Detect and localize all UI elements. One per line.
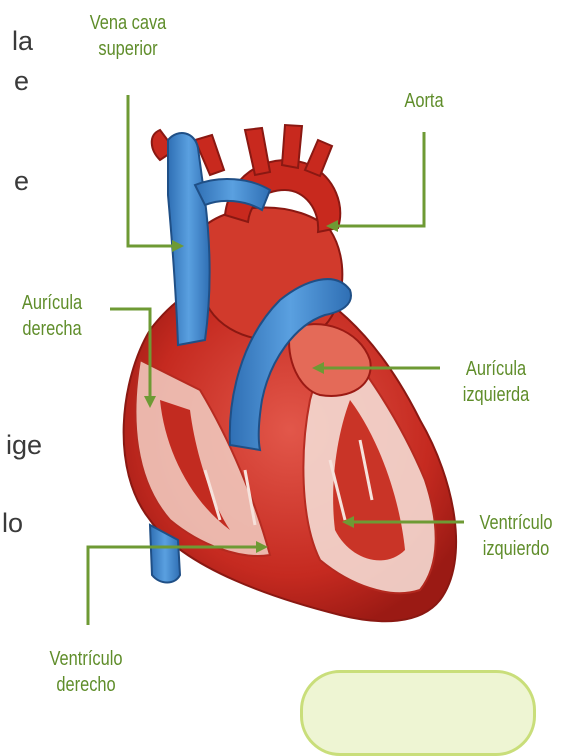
label-auricula-derecha-line1: Aurícula bbox=[11, 290, 93, 316]
label-ventriculo-derecho-line1: Ventrículo bbox=[38, 646, 133, 672]
label-auricula-derecha: Aurícula derecha bbox=[11, 290, 93, 342]
callout-box bbox=[300, 670, 536, 756]
label-auricula-izquierda-line1: Aurícula bbox=[448, 356, 543, 382]
label-aorta: Aorta bbox=[390, 88, 459, 114]
label-vena-cava-line1: Vena cava bbox=[79, 10, 177, 36]
label-auricula-derecha-line2: derecha bbox=[11, 316, 93, 342]
label-ventriculo-izquierdo: Ventrículo izquierdo bbox=[468, 510, 563, 562]
label-auricula-izquierda-line2: izquierda bbox=[448, 382, 543, 408]
label-aorta-line1: Aorta bbox=[390, 88, 459, 114]
label-ventriculo-izquierdo-line1: Ventrículo bbox=[468, 510, 563, 536]
label-ventriculo-derecho: Ventrículo derecho bbox=[38, 646, 133, 698]
label-auricula-izquierda: Aurícula izquierda bbox=[448, 356, 543, 408]
label-ventriculo-derecho-line2: derecho bbox=[38, 672, 133, 698]
label-vena-cava-line2: superior bbox=[79, 36, 177, 62]
heart-diagram bbox=[0, 0, 575, 708]
label-ventriculo-izquierdo-line2: izquierdo bbox=[468, 536, 563, 562]
leader-aorta bbox=[334, 132, 424, 226]
label-vena-cava-superior: Vena cava superior bbox=[79, 10, 177, 62]
